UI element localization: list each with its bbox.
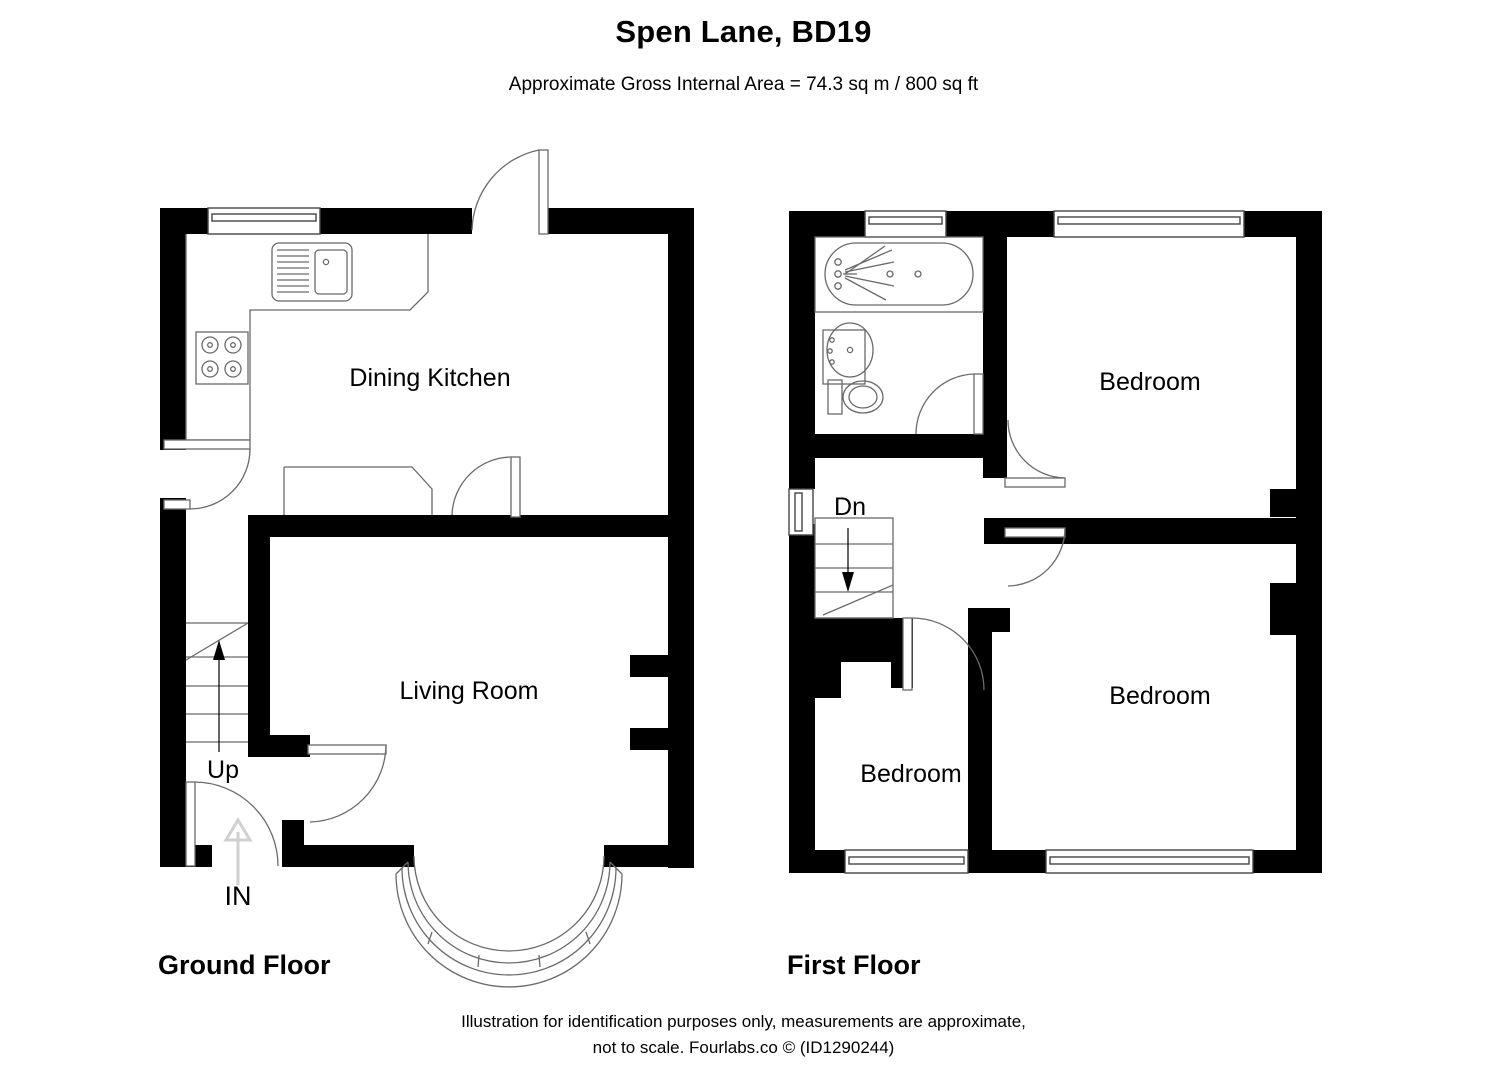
entrance-arrow-icon <box>223 817 253 885</box>
entrance-label-in: IN <box>225 881 252 911</box>
stair-down-arrow <box>842 528 854 592</box>
area-subtitle: Approximate Gross Internal Area = 74.3 s… <box>508 74 979 95</box>
room-label-bedroom-3: Bedroom <box>860 760 961 788</box>
page-title: Spen Lane, BD19 <box>615 14 872 49</box>
bedroom3-bottom-window <box>844 849 969 874</box>
bedroom1-top-window <box>1053 210 1245 238</box>
bedroom3-door <box>902 617 985 691</box>
ground-floor-label: Ground Floor <box>158 950 331 980</box>
room-label-living-room: Living Room <box>400 677 539 705</box>
bedroom1-door <box>1004 527 1066 587</box>
staircase <box>814 517 894 619</box>
living-room-door <box>451 456 521 518</box>
kitchen-sink <box>271 242 353 302</box>
kitchen-hob <box>195 331 249 385</box>
first-floor-windows <box>788 210 1254 874</box>
bathtub <box>814 236 984 313</box>
side-door <box>163 439 251 510</box>
first-floor-walls <box>789 211 1322 873</box>
bay-window <box>395 855 623 988</box>
ground-floor-fixtures <box>163 149 623 988</box>
room-label-dining-kitchen: Dining Kitchen <box>349 364 510 392</box>
bathroom-door <box>915 373 984 435</box>
shower-head-icon <box>834 245 895 301</box>
landing-window <box>788 488 814 536</box>
first-floor-fixtures <box>814 236 1066 691</box>
back-door <box>471 149 549 235</box>
toilet <box>827 379 884 415</box>
hall-living-door <box>307 744 387 823</box>
lower-worktop <box>284 466 433 515</box>
room-label-bedroom-2: Bedroom <box>1109 682 1210 710</box>
kitchen-window <box>207 207 321 235</box>
first-floor-label: First Floor <box>787 950 921 980</box>
stair-up-arrow <box>213 640 225 752</box>
stair-label-up: Up <box>207 756 239 784</box>
stair-label-dn: Dn <box>834 493 866 521</box>
bedroom2-bottom-window <box>1045 849 1254 874</box>
wash-basin <box>822 322 874 385</box>
room-label-bedroom-1: Bedroom <box>1099 368 1200 396</box>
ground-floor-walls <box>160 208 694 868</box>
footer-disclaimer-line-1: Illustration for identification purposes… <box>461 1012 1026 1031</box>
bathroom-window <box>864 210 947 238</box>
ground-floor-windows <box>207 207 321 235</box>
footer-disclaimer-line-2: not to scale. Fourlabs.co © (ID1290244) <box>592 1038 895 1057</box>
front-door <box>185 781 279 867</box>
landing-door-upper <box>1004 419 1066 488</box>
